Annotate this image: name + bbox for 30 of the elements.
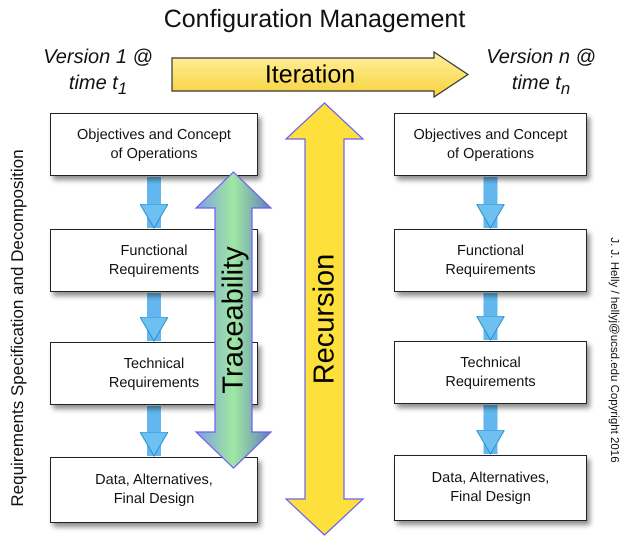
node-text: Data, Alternatives, Final Design: [430, 469, 550, 507]
double-headed-banner: [286, 103, 363, 535]
node-text: Data, Alternatives, Final Design: [94, 471, 214, 509]
flow-arrow: [476, 177, 505, 228]
process-box: [50, 113, 258, 176]
node-text: Technical Requirements: [108, 354, 200, 392]
node-text: Functional Requirements: [108, 242, 200, 280]
process-box: [394, 229, 587, 292]
flow-arrow: [476, 405, 505, 454]
version-label: Version n @ time t$_{n}$: [485, 45, 597, 100]
flow-arrow: [140, 177, 168, 228]
version-label: Version 1 @ time t$_{1}$: [42, 45, 154, 100]
node-text: Traceability: [217, 246, 249, 394]
node-text: Objectives and Concept of Operations: [412, 126, 568, 164]
side-label: Requirements Specification and Decomposition: [8, 149, 28, 507]
process-box: [394, 113, 587, 176]
copyright-note: J. J. Helly / hellyj@ucsd.edu Copyright 2016: [608, 237, 620, 463]
process-box: [50, 457, 258, 523]
node-text: Functional Requirements: [444, 242, 537, 280]
flow-arrow: [140, 293, 168, 342]
node-text: Recursion: [308, 254, 340, 384]
arrow-banner: [172, 52, 468, 97]
node-text: Objectives and Concept of Operations: [76, 126, 232, 164]
diagram-title: Configuration Management: [162, 5, 466, 34]
node-text: Iteration: [264, 60, 356, 88]
process-box: [394, 341, 587, 404]
flow-arrow: [140, 406, 168, 456]
node-text: Technical Requirements: [444, 354, 537, 392]
flow-arrow: [476, 293, 505, 340]
process-box: [394, 455, 587, 521]
